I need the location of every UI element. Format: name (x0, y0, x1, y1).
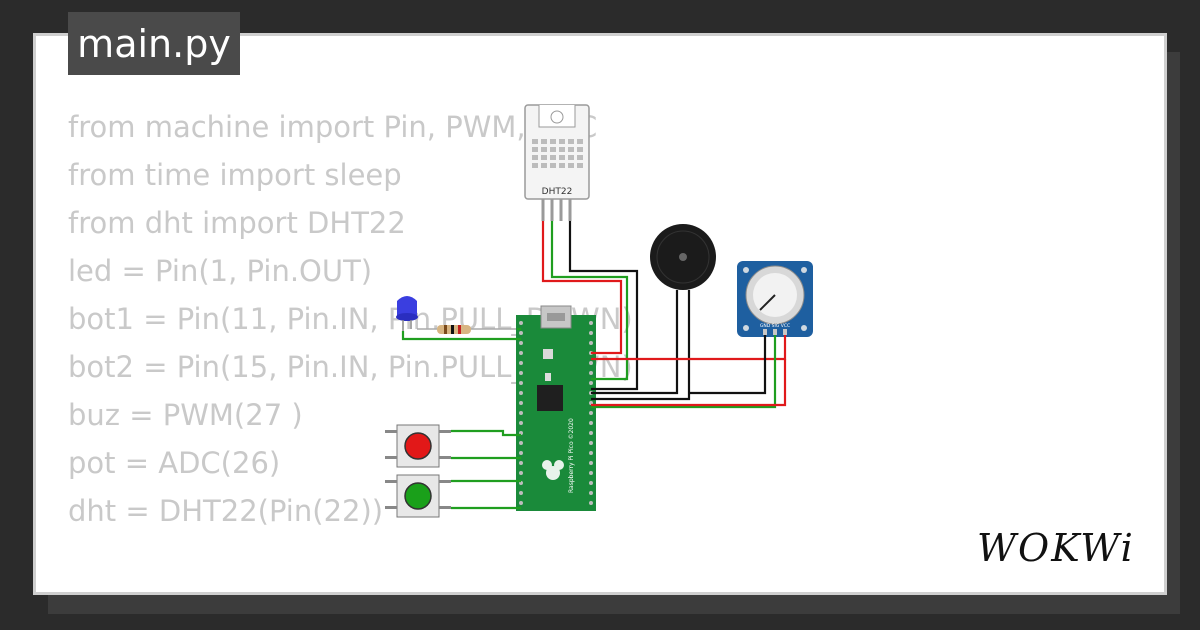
pot-pin-labels: GND SIG VCC (760, 323, 790, 329)
project-preview: from machine import Pin, PWM, ADC from ti… (33, 33, 1167, 595)
code-line: buz = PWM(27 ) (68, 398, 303, 432)
code-line: dht = DHT22(Pin(22)) (68, 494, 384, 528)
wire-pot-gnd (689, 335, 767, 395)
resistor[interactable] (417, 325, 517, 334)
file-tab[interactable]: main.py (68, 12, 240, 75)
wire-buzzer-gnd (591, 290, 679, 395)
wire-dht-vcc (541, 221, 623, 355)
wire-buzzer-sig (591, 290, 691, 401)
wire-pot-sig (591, 335, 777, 409)
red-pushbutton[interactable] (385, 424, 451, 468)
wokwi-wordmark: WOKWi (977, 526, 1135, 570)
dht22-label: DHT22 (542, 187, 573, 197)
raspberry-pi-pico[interactable]: Raspberry Pi Pico ©2020 (516, 305, 596, 511)
wire-button-red-1 (451, 429, 521, 437)
wire-pot-red-2 (591, 359, 787, 407)
buzzer[interactable] (650, 224, 716, 290)
dht22-sensor[interactable]: DHT22 (524, 104, 590, 221)
wire-dht-gnd (568, 221, 639, 391)
code-line: led = Pin(1, Pin.OUT) (68, 254, 373, 288)
wokwi-logo: WOKWi (977, 526, 1135, 570)
code-line: from machine import Pin, PWM, ADC (68, 110, 598, 144)
code-line: pot = ADC(26) (68, 446, 281, 480)
green-pushbutton[interactable] (385, 474, 451, 518)
pico-silkscreen: Raspberry Pi Pico ©2020 (568, 418, 575, 493)
blue-led[interactable] (396, 296, 418, 331)
wires (401, 221, 787, 510)
code-line: from time import sleep (68, 158, 402, 192)
code-line: from dht import DHT22 (68, 206, 406, 240)
circuit-diagram: DHT22 GND SIG VCC (385, 104, 813, 518)
wire-dht-data (550, 221, 629, 381)
code-background: from machine import Pin, PWM, ADC from ti… (68, 103, 633, 535)
wire-led (401, 331, 521, 341)
potentiometer[interactable]: GND SIG VCC (737, 261, 813, 337)
